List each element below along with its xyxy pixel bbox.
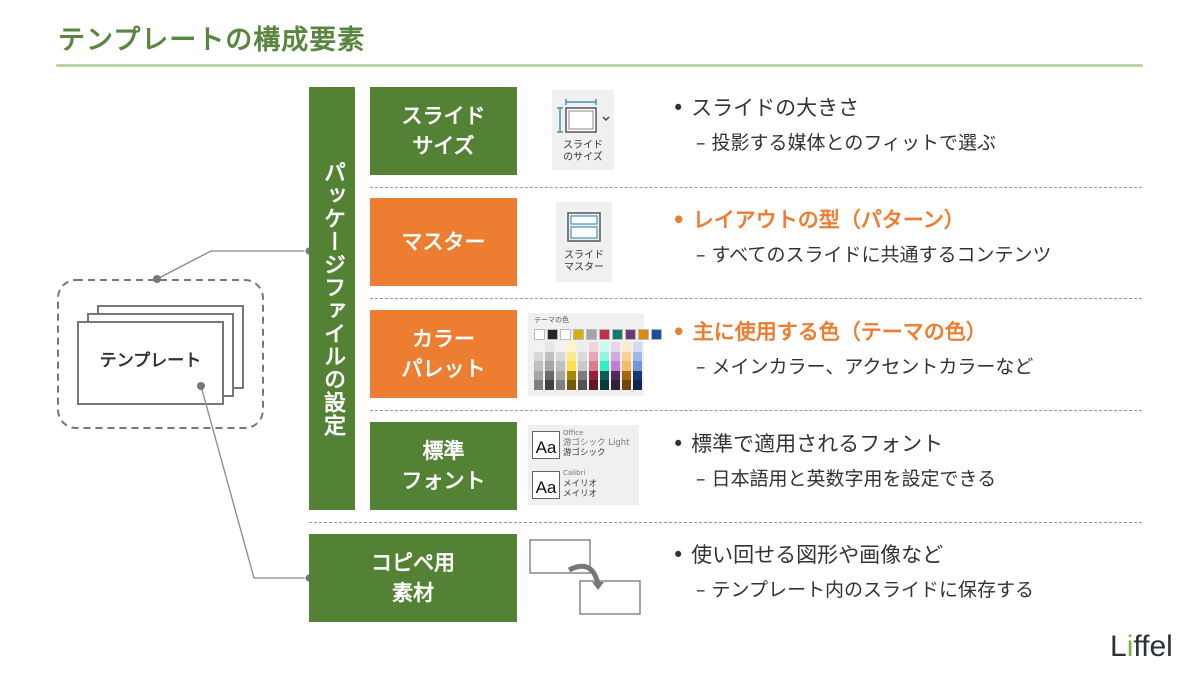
slide-master-icon-label: スライド マスター bbox=[564, 250, 604, 273]
bullet-color-palette: • 主に使用する色（テーマの色） bbox=[672, 320, 987, 344]
title-underline bbox=[56, 64, 1143, 67]
row-divider bbox=[370, 410, 1142, 411]
theme-fonts-panel: Aa Office 游ゴシック Light 游ゴシック Aa Calibri メ… bbox=[528, 425, 639, 505]
sub-bullet-slide-size: – 投影する媒体とのフィットで選ぶ bbox=[696, 132, 996, 154]
sub-bullet-color-palette: – メインカラー、アクセントカラーなど bbox=[696, 356, 1034, 378]
color-swatch bbox=[560, 329, 571, 340]
bullet-master: • レイアウトの型（パターン） bbox=[672, 208, 965, 232]
font-body-calibri: メイリオ bbox=[563, 489, 598, 499]
category-standard-font: 標準 フォント bbox=[370, 422, 517, 510]
package-file-settings-bar: パッケージファイルの設定 bbox=[309, 87, 355, 510]
slide-size-icon: スライド のサイズ bbox=[552, 90, 614, 170]
color-swatch bbox=[573, 329, 584, 340]
category-color-palette: カラー パレット bbox=[370, 310, 517, 398]
palette-label: テーマの色 bbox=[534, 316, 569, 324]
copy-paste-icon bbox=[529, 539, 641, 615]
sub-bullet-master: – すべてのスライドに共通するコンテンツ bbox=[696, 244, 1052, 266]
row-divider bbox=[309, 522, 1142, 523]
font-group-calibri: Calibri bbox=[563, 469, 586, 477]
package-bar-label: パッケージファイルの設定 bbox=[320, 160, 345, 437]
color-swatch bbox=[651, 329, 662, 340]
bullet-standard-font: • 標準で適用されるフォント bbox=[672, 432, 944, 456]
color-swatch bbox=[547, 329, 558, 340]
font-heading-office: 游ゴシック Light bbox=[563, 438, 630, 448]
slide-master-icon: スライド マスター bbox=[556, 202, 612, 282]
color-swatch bbox=[599, 329, 610, 340]
palette-shade-grid bbox=[534, 342, 642, 390]
row-divider bbox=[370, 298, 1142, 299]
sub-bullet-copy-paste: – テンプレート内のスライドに保存する bbox=[696, 579, 1034, 601]
row-divider bbox=[370, 187, 1142, 188]
category-slide-size: スライド サイズ bbox=[370, 87, 517, 175]
category-copy-paste-material: コピペ用 素材 bbox=[309, 534, 517, 622]
page-title: テンプレートの構成要素 bbox=[58, 25, 366, 56]
palette-top-row bbox=[534, 329, 662, 340]
theme-colors-palette: テーマの色 bbox=[528, 313, 662, 396]
bullet-slide-size: • スライドの大きさ bbox=[672, 96, 860, 120]
font-sample-office: Aa bbox=[532, 431, 560, 459]
color-swatch bbox=[625, 329, 636, 340]
bullet-copy-paste: • 使い回せる図形や画像など bbox=[672, 543, 944, 567]
template-label: テンプレート bbox=[99, 351, 202, 371]
color-swatch bbox=[586, 329, 597, 340]
liffel-logo: Liffel bbox=[1110, 630, 1173, 663]
color-swatch bbox=[612, 329, 623, 340]
sub-bullet-standard-font: – 日本語用と英数字用を設定できる bbox=[696, 468, 997, 490]
font-sample-calibri: Aa bbox=[532, 471, 560, 499]
slide-size-icon-label: スライド のサイズ bbox=[563, 140, 603, 163]
font-body-office: 游ゴシック bbox=[563, 448, 606, 458]
font-group-office: Office bbox=[563, 429, 584, 437]
color-swatch bbox=[638, 329, 649, 340]
font-heading-calibri: メイリオ bbox=[563, 479, 598, 489]
category-master: マスター bbox=[370, 198, 517, 286]
color-swatch bbox=[534, 329, 545, 340]
